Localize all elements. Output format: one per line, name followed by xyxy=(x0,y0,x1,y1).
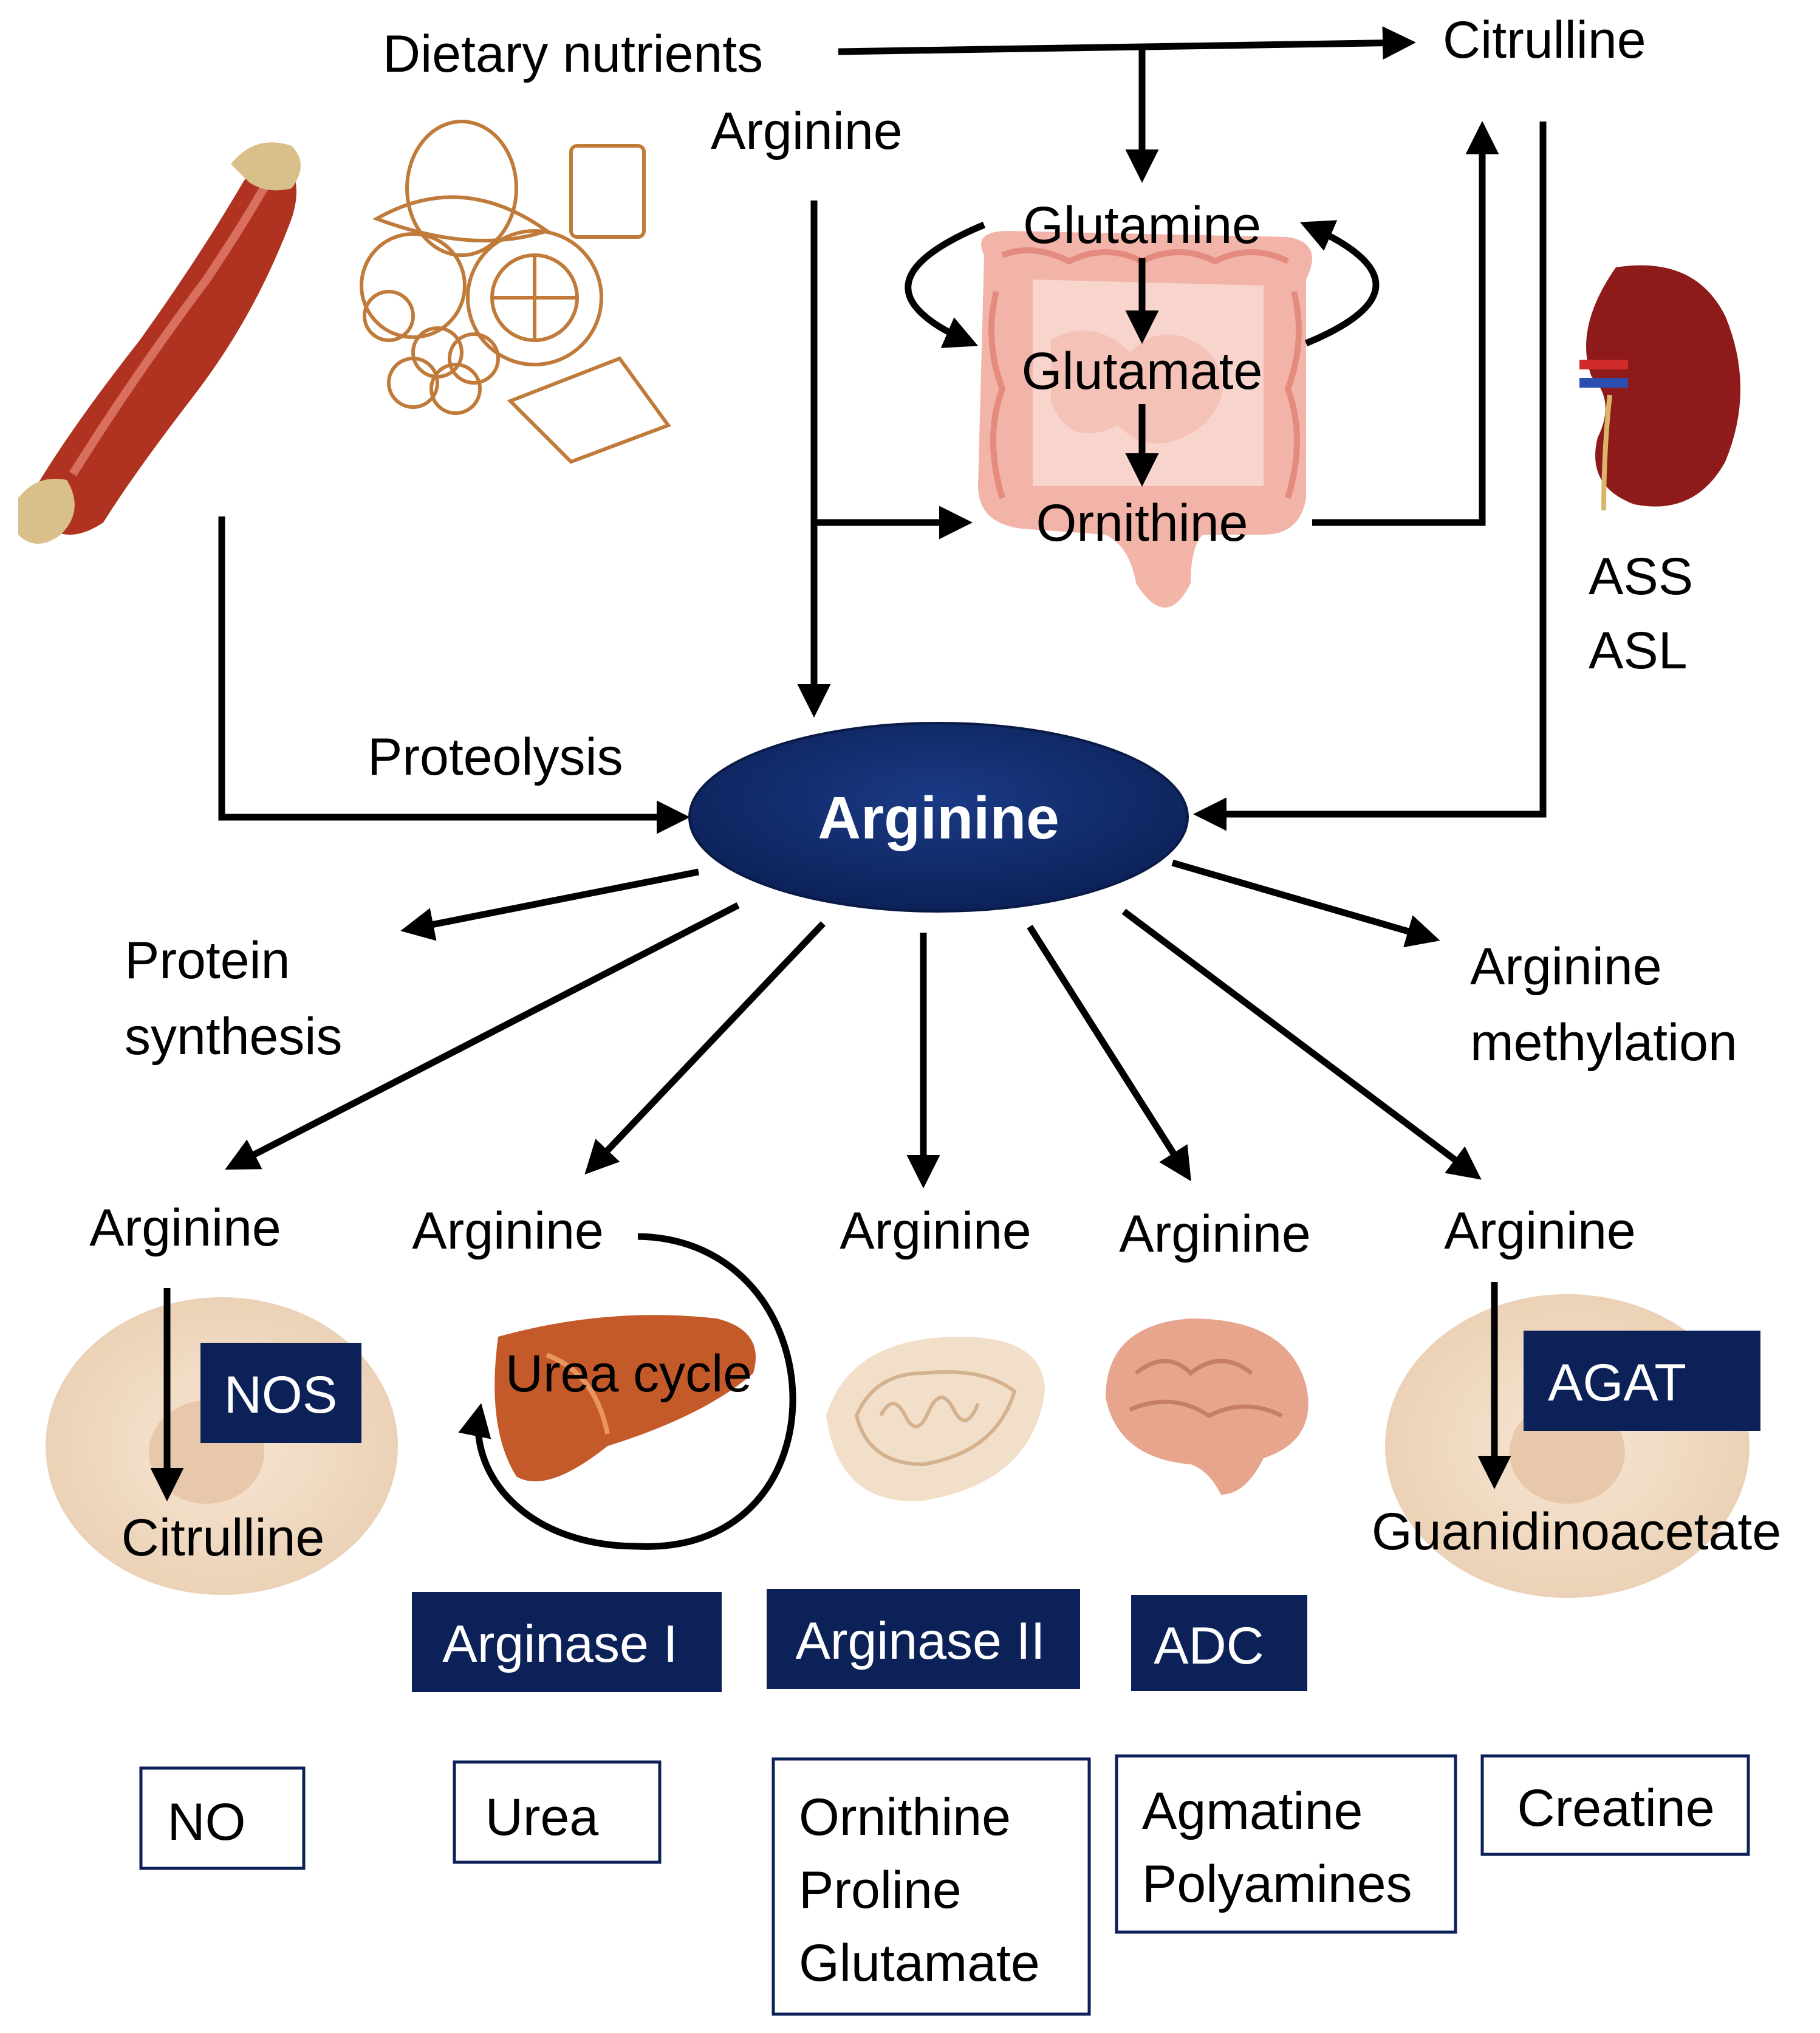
enzyme-adc-label: ADC xyxy=(1154,1617,1264,1675)
mitochondrion-icon xyxy=(826,1337,1045,1501)
central-arginine-label: Arginine xyxy=(818,784,1059,851)
arrow-to-arginase1-pathway xyxy=(584,921,826,1174)
arrow-citrulline-arginine xyxy=(1193,122,1547,831)
kidney-icon xyxy=(1579,265,1740,511)
arrow-proteolysis xyxy=(218,516,690,834)
arrow-to-agat-pathway xyxy=(1121,908,1482,1180)
result-urea-box xyxy=(453,1760,662,1864)
glutamate-label: Glutamate xyxy=(1022,342,1263,400)
arrow-to-protein-synthesis xyxy=(400,868,700,941)
enzyme-agat-box xyxy=(1524,1331,1760,1431)
protein-synthesis-label-2: synthesis xyxy=(125,1007,343,1066)
methylation-label-1: Arginine xyxy=(1470,938,1662,996)
arrow-to-methylation xyxy=(1171,859,1440,948)
enzyme-adc-box xyxy=(1131,1595,1307,1691)
glutamine-label: Glutamine xyxy=(1023,196,1261,255)
result-proline-label: Proline xyxy=(799,1861,962,1919)
liver-icon xyxy=(494,1315,756,1482)
urea-cycle-label: Urea cycle xyxy=(505,1345,752,1403)
result-urea-label: Urea xyxy=(485,1788,599,1846)
arrow-to-adc-pathway xyxy=(1027,925,1191,1182)
pathway-arginase2-source: Arginine xyxy=(840,1202,1031,1260)
arrow-nutrients-to-citrulline xyxy=(838,26,1416,60)
arrow-to-nos-pathway xyxy=(225,902,740,1170)
result-creatine-box xyxy=(1480,1754,1750,1856)
pathway-adc-source: Arginine xyxy=(1119,1205,1311,1263)
brain-icon xyxy=(1106,1318,1309,1495)
enzyme-nos-label: NOS xyxy=(224,1366,337,1424)
result-no-box xyxy=(139,1766,306,1870)
enzyme-arginase2-box xyxy=(767,1589,1080,1689)
muscle-icon xyxy=(18,142,301,544)
result-ornithine-label: Ornithine xyxy=(799,1788,1011,1846)
pathway-agat-source: Arginine xyxy=(1444,1202,1636,1260)
enzyme-arginase1-label: Arginase I xyxy=(442,1615,677,1673)
pathway-nos-source: Arginine xyxy=(89,1199,281,1257)
dietary-nutrients-label: Dietary nutrients xyxy=(383,25,763,83)
arginine-dietary-label: Arginine xyxy=(711,102,903,160)
agat-product-guanidinoacetate: Guanidinoacetate xyxy=(1372,1503,1781,1561)
urea-cycle-loop xyxy=(458,1233,796,1550)
result-glutamate-label: Glutamate xyxy=(799,1934,1040,1992)
nos-product-citrulline: Citrulline xyxy=(121,1509,325,1567)
result-agmatine-label: Agmatine xyxy=(1142,1782,1363,1840)
arrow-ornithine-citrulline xyxy=(1312,121,1499,526)
result-creatine-label: Creatine xyxy=(1517,1779,1714,1837)
proteolysis-label: Proteolysis xyxy=(368,728,623,786)
result-adc-box xyxy=(1115,1754,1457,1934)
citrulline-top-label: Citrulline xyxy=(1443,11,1646,69)
pathway-arginase1-source: Arginine xyxy=(412,1202,604,1260)
enzyme-arginase1-box xyxy=(412,1592,722,1692)
enzyme-agat-label: AGAT xyxy=(1548,1354,1686,1412)
ornithine-label: Ornithine xyxy=(1036,494,1248,552)
asl-label: ASL xyxy=(1589,622,1688,680)
arrow-curve-left xyxy=(905,221,986,348)
methylation-label-2: methylation xyxy=(1470,1013,1737,1072)
central-arginine-node xyxy=(688,722,1189,913)
food-icon xyxy=(360,120,671,464)
result-arginase2-box xyxy=(771,1757,1091,2016)
result-no-label: NO xyxy=(168,1793,246,1851)
protein-synthesis-label-1: Protein xyxy=(125,931,290,990)
arrow-curve-right xyxy=(1299,220,1380,347)
enzyme-nos-box xyxy=(200,1343,361,1443)
result-polyamines-label: Polyamines xyxy=(1142,1855,1412,1913)
ass-label: ASS xyxy=(1589,547,1693,606)
enzyme-arginase2-label: Arginase II xyxy=(795,1612,1045,1670)
